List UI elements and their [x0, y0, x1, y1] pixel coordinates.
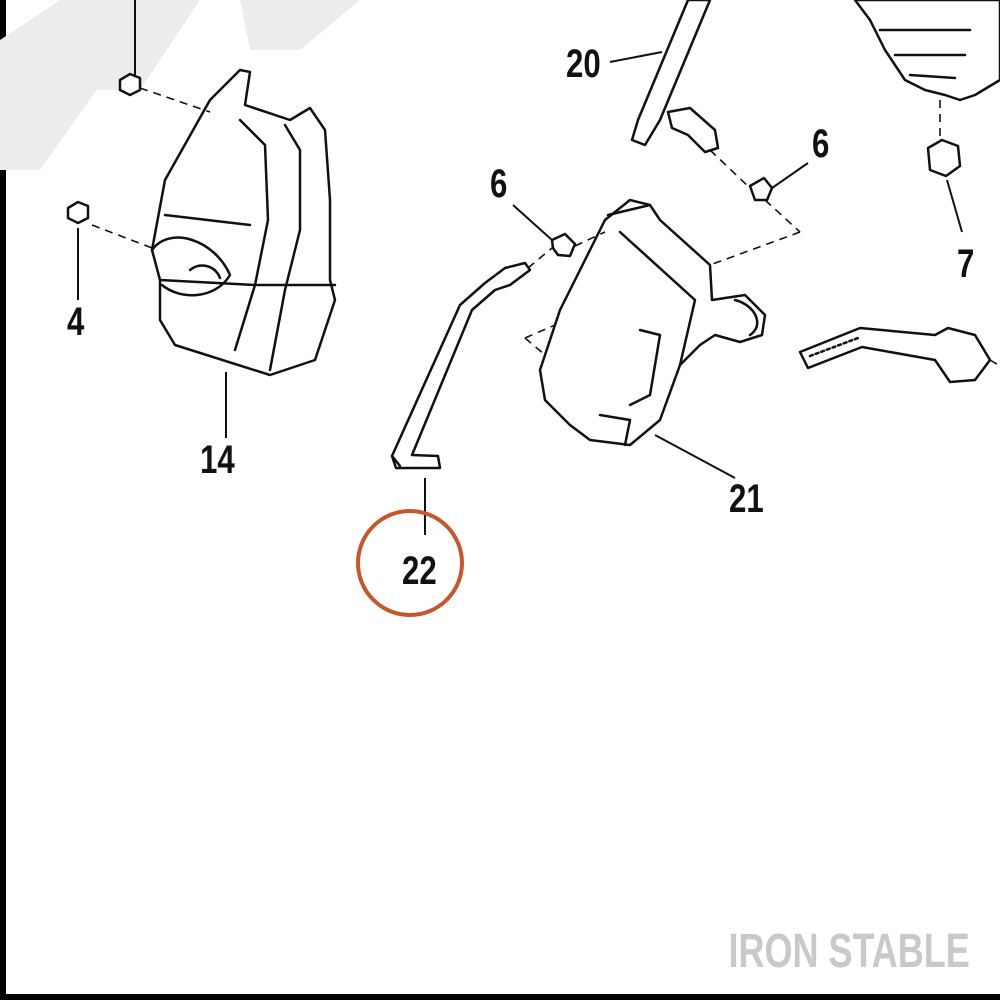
part-6-clamps: [550, 176, 774, 258]
callout-22-highlight-ring: [356, 509, 464, 617]
callout-4: 4: [67, 300, 85, 344]
part-7-plug: [926, 138, 962, 178]
part-4-screws: [66, 72, 142, 225]
background-stripes: [0, 0, 360, 170]
part-20-pipe: [630, 0, 720, 154]
part-21-reservoir: [538, 198, 767, 447]
leader-lines: [77, 0, 963, 535]
callout-6-right: 6: [812, 122, 830, 166]
callout-22: 22: [402, 549, 437, 593]
part-14-cover: [150, 68, 337, 377]
dipstick-cap: [798, 326, 992, 384]
assembly-dashes: [91, 87, 1000, 367]
callout-6-left: 6: [490, 162, 508, 206]
callout-14: 14: [200, 438, 235, 482]
callout-20: 20: [566, 42, 601, 86]
brand-watermark: IRON STABLE: [728, 925, 970, 978]
callout-7: 7: [957, 242, 975, 286]
part-22-hose: [390, 261, 532, 470]
callout-21: 21: [729, 477, 764, 521]
top-right-housing: [853, 0, 1000, 102]
left-border: [0, 0, 6, 1000]
bottom-border: [0, 994, 1000, 1000]
